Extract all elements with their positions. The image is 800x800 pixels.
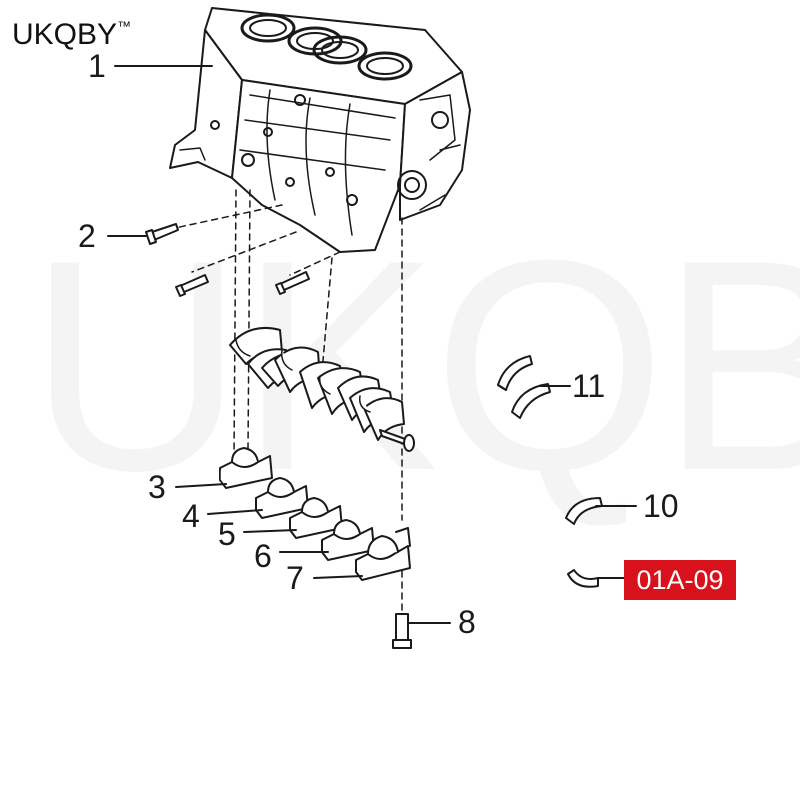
bearing-shell-01a09-drawing bbox=[567, 569, 599, 588]
thrust-washer-11-drawing bbox=[497, 355, 551, 419]
crankshaft-drawing bbox=[229, 326, 415, 452]
engine-block-drawing bbox=[169, 7, 471, 253]
callout-1: 1 bbox=[88, 48, 106, 84]
callout-8: 8 bbox=[458, 604, 476, 640]
callout-2: 2 bbox=[78, 218, 96, 254]
part-code-badge: 01A-09 bbox=[624, 560, 736, 600]
callout-7: 7 bbox=[286, 560, 304, 596]
bearing-cap-6-drawing bbox=[321, 519, 375, 561]
callout-10: 10 bbox=[643, 488, 679, 524]
bearing-cap-bolt-drawing bbox=[175, 274, 209, 297]
bearing-cap-bolt-drawing-2 bbox=[275, 271, 310, 295]
bearing-cap-5-drawing bbox=[289, 497, 343, 539]
brand-logo: UKQBY™ bbox=[12, 18, 132, 51]
callout-5: 5 bbox=[218, 516, 236, 552]
assembly-guide-lines bbox=[174, 189, 403, 613]
callout-6: 6 bbox=[254, 538, 272, 574]
callout-4: 4 bbox=[182, 498, 200, 534]
bearing-cap-4-drawing bbox=[255, 477, 309, 519]
bearing-cap-7-drawing bbox=[355, 527, 411, 581]
callout-3: 3 bbox=[148, 469, 166, 505]
bearing-cap-3-drawing bbox=[219, 447, 273, 489]
leader-lines bbox=[107, 65, 637, 624]
bearing-shell-10-drawing bbox=[565, 497, 603, 525]
block-bolt-drawing bbox=[145, 223, 179, 245]
callout-11: 11 bbox=[572, 368, 606, 404]
crankcase-bolt-drawing bbox=[392, 613, 412, 649]
